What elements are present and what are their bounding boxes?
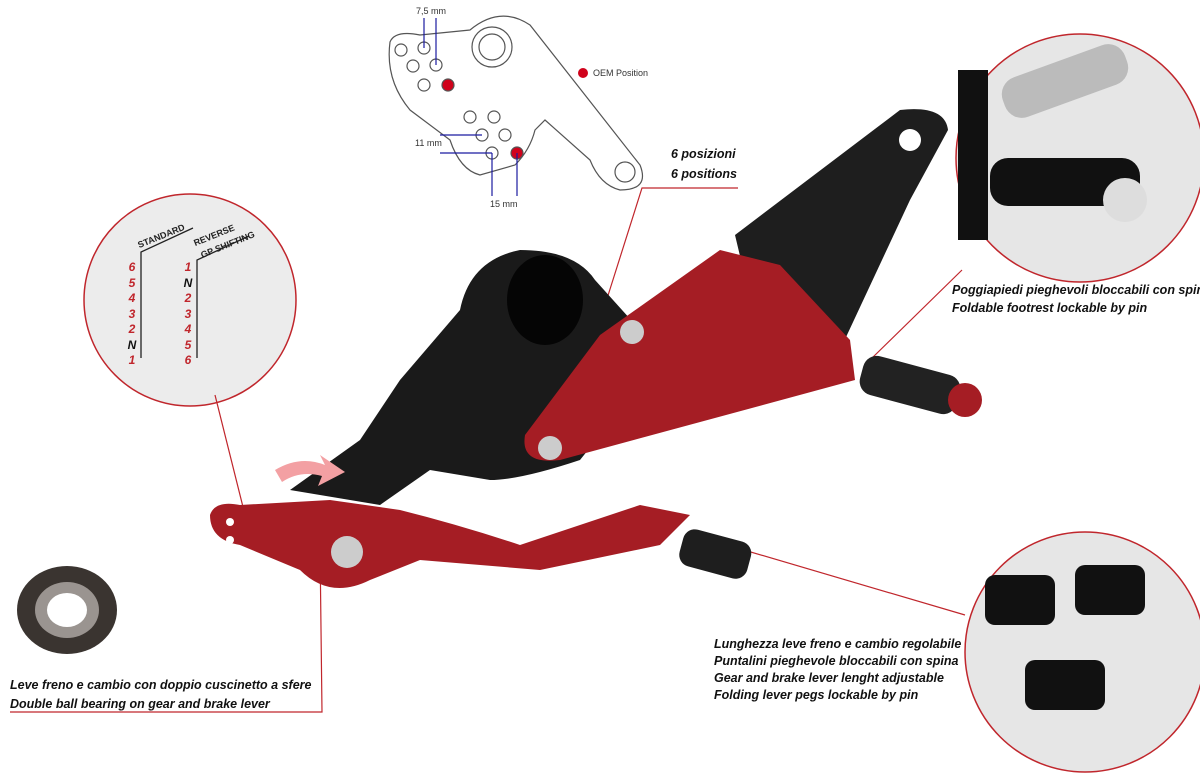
lever-caption-2: Puntalini pieghevole bloccabili con spin… bbox=[714, 654, 959, 668]
lever-caption-3: Gear and brake lever lenght adjustable bbox=[714, 671, 944, 685]
mounting-plate-drawing bbox=[388, 15, 644, 191]
footrest-closeup bbox=[958, 44, 1147, 240]
footrest-caption-it: Poggiapiedi pieghevoli bloccabili con sp… bbox=[952, 283, 1200, 297]
standard-gears: 6 5 4 3 2 N 1 bbox=[127, 260, 137, 367]
shift-pattern-circle bbox=[83, 193, 297, 407]
positions-it: 6 posizioni bbox=[671, 147, 736, 161]
footrest-caption-en: Foldable footrest lockable by pin bbox=[952, 301, 1148, 315]
oem-position-legend: OEM Position bbox=[593, 68, 649, 78]
lever-peg bbox=[679, 529, 752, 579]
dimension-11mm: 11 mm bbox=[415, 138, 442, 148]
bearing-caption-it: Leve freno e cambio con doppio cuscinett… bbox=[10, 678, 312, 692]
bearing-caption-en: Double ball bearing on gear and brake le… bbox=[10, 697, 270, 711]
lever-caption-1: Lunghezza leve freno e cambio regolabile bbox=[714, 637, 962, 651]
motion-arrow-icon bbox=[275, 455, 345, 486]
dimension-7-5mm: 7,5 mm bbox=[416, 6, 447, 16]
callout-lines bbox=[10, 187, 966, 713]
ball-bearing-image bbox=[17, 566, 117, 654]
lever-caption-4: Folding lever pegs lockable by pin bbox=[714, 688, 919, 702]
positions-en: 6 positions bbox=[671, 167, 737, 181]
shift-pattern-lines bbox=[140, 227, 250, 358]
red-linkage bbox=[210, 250, 855, 588]
reverse-gears: 1 N 2 3 4 5 6 bbox=[183, 260, 193, 367]
lever-peg-closeups bbox=[985, 565, 1145, 710]
dimension-15mm: 15 mm bbox=[490, 199, 518, 209]
dimension-lines bbox=[423, 18, 518, 196]
footpeg-rear bbox=[859, 355, 982, 417]
